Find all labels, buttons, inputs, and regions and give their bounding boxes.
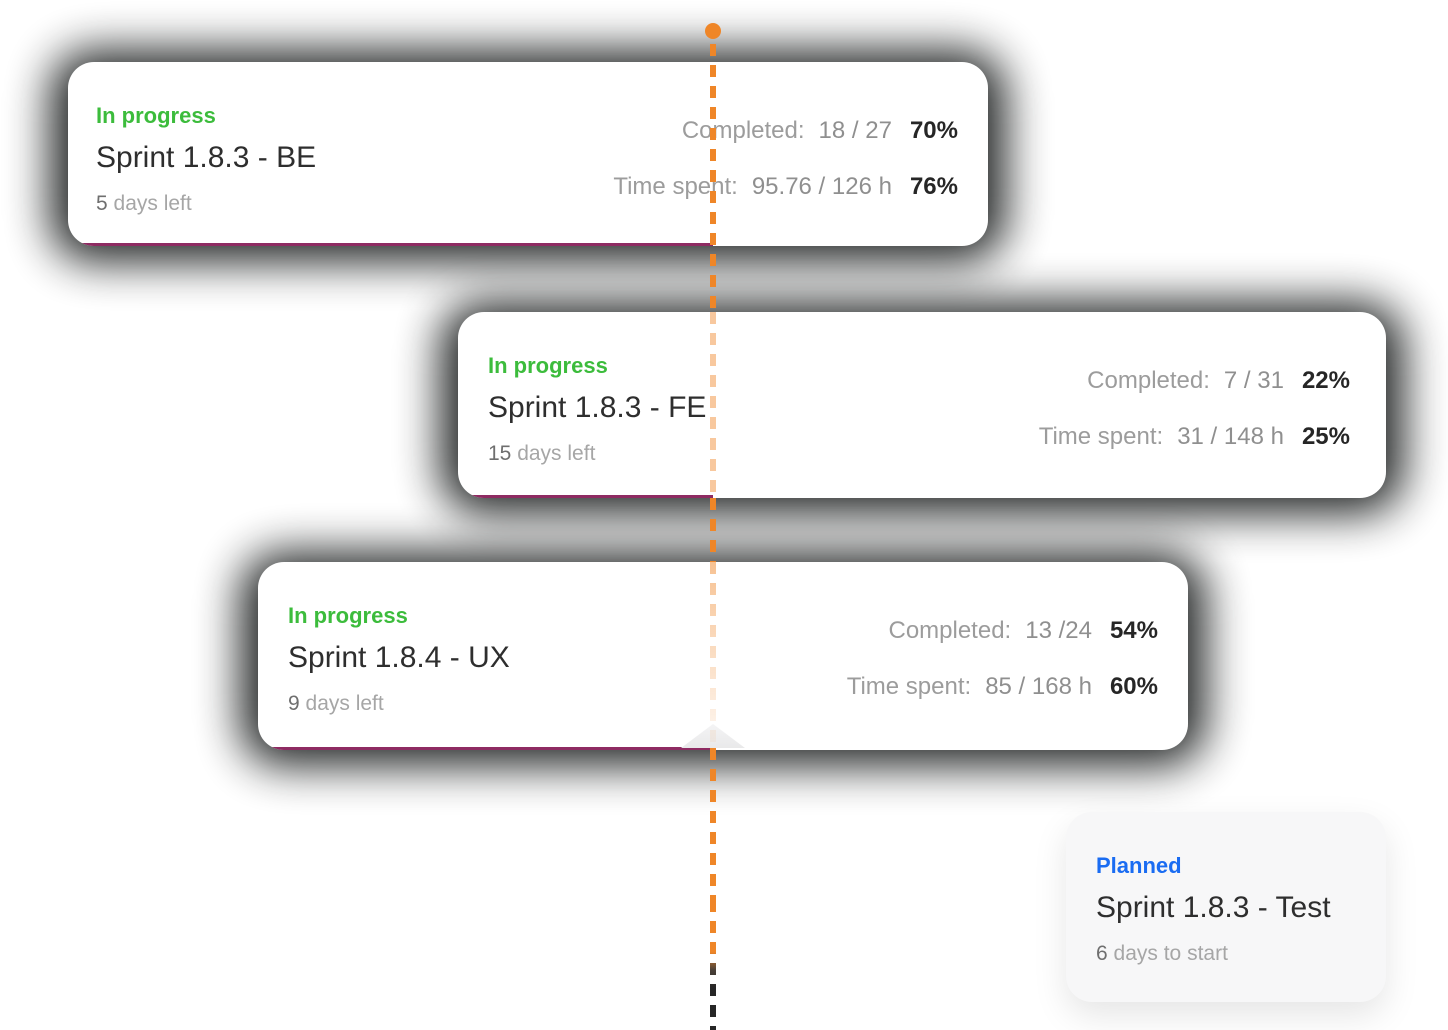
sprint-card-test[interactable]: Planned Sprint 1.8.3 - Test 6 days to st… bbox=[1066, 812, 1386, 1002]
timeline-dot bbox=[705, 23, 721, 39]
progress-underline bbox=[258, 747, 713, 750]
days-left-label: 15 days left bbox=[488, 442, 596, 465]
sprint-card-fe[interactable]: In progress Sprint 1.8.3 - FE 15 days le… bbox=[458, 312, 1386, 498]
status-badge: In progress bbox=[488, 353, 608, 378]
status-badge: In progress bbox=[96, 103, 216, 128]
status-badge: In progress bbox=[288, 603, 408, 628]
completed-stat: Completed: 7 / 31 22% bbox=[1087, 367, 1350, 394]
days-left-label: 5 days left bbox=[96, 192, 192, 215]
days-to-start-label: 6 days to start bbox=[1096, 942, 1228, 965]
completed-stat: Completed: 13 /24 54% bbox=[888, 617, 1158, 644]
sprint-title: Sprint 1.8.3 - BE bbox=[96, 141, 317, 174]
sprint-stats: Completed: 13 /24 54% Time spent: 85 / 1… bbox=[847, 618, 1158, 700]
sprint-card-ux[interactable]: In progress Sprint 1.8.4 - UX 9 days lef… bbox=[258, 562, 1188, 750]
timeline-dashed-line bbox=[710, 748, 716, 900]
time-spent-stat: Time spent: 95.76 / 126 h 76% bbox=[613, 173, 958, 200]
sprint-stats: Completed: 7 / 31 22% Time spent: 31 / 1… bbox=[1039, 368, 1350, 450]
timeline-dashed-line bbox=[710, 498, 716, 562]
timeline-dashed-line bbox=[710, 900, 716, 1030]
sprint-stats: Completed: 18 / 27 70% Time spent: 95.76… bbox=[613, 118, 958, 200]
sprint-title: Sprint 1.8.3 - Test bbox=[1096, 891, 1331, 924]
completed-stat: Completed: 18 / 27 70% bbox=[681, 117, 958, 144]
sprint-title: Sprint 1.8.3 - FE bbox=[488, 391, 707, 424]
timeline-dashed-line bbox=[710, 312, 716, 498]
progress-underline bbox=[458, 495, 713, 498]
days-left-label: 9 days left bbox=[288, 692, 384, 715]
timeline-dashed-line bbox=[710, 562, 716, 748]
progress-underline bbox=[68, 243, 713, 246]
sprint-card-be[interactable]: In progress Sprint 1.8.3 - BE 5 days lef… bbox=[68, 62, 988, 246]
time-spent-stat: Time spent: 31 / 148 h 25% bbox=[1038, 423, 1350, 450]
status-badge: Planned bbox=[1096, 853, 1182, 878]
sprint-title: Sprint 1.8.4 - UX bbox=[288, 641, 510, 674]
time-spent-stat: Time spent: 85 / 168 h 60% bbox=[846, 673, 1158, 700]
timeline-dashed-line bbox=[710, 44, 716, 312]
